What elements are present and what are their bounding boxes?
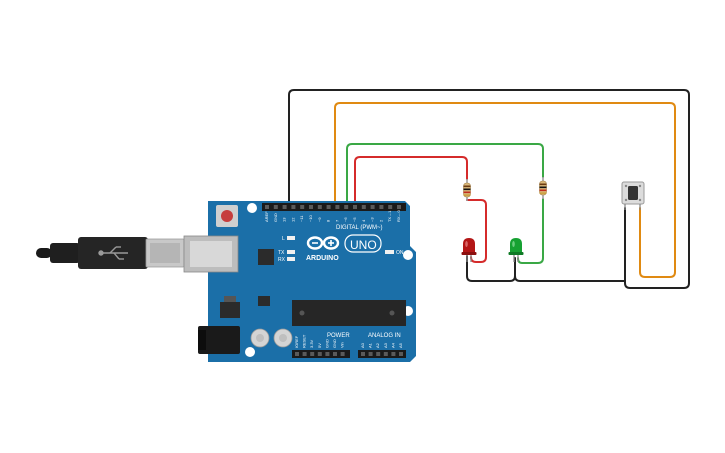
pin-hole-analog[interactable] xyxy=(361,352,365,356)
pin-label-analog: A0 xyxy=(360,342,365,348)
atmega-chip xyxy=(292,300,406,326)
pin-hole-analog[interactable] xyxy=(376,352,381,356)
pin-label-power: Vin xyxy=(340,342,345,348)
pin-hole-analog[interactable] xyxy=(391,352,396,356)
pin-label-power: 3.3V xyxy=(309,339,314,348)
wire-pin6-red[interactable] xyxy=(354,156,468,208)
mounting-hole xyxy=(247,203,257,213)
pin-hole-analog[interactable] xyxy=(383,352,388,356)
resistor-red-led[interactable] xyxy=(463,179,471,201)
pin-hole-digital[interactable] xyxy=(397,205,401,209)
pin-hole-digital[interactable] xyxy=(309,205,313,209)
power-jack xyxy=(198,326,240,354)
power-header-label: POWER xyxy=(327,333,350,339)
pin-hole-digital[interactable] xyxy=(361,205,366,209)
pin-hole-digital[interactable] xyxy=(353,205,357,209)
pin-label-digital: 12 xyxy=(290,217,295,222)
pin-label-power: GND xyxy=(324,339,329,348)
pin-label-digital: ~11 xyxy=(299,215,304,222)
wire-pin7-green[interactable] xyxy=(346,143,544,208)
arduino-wordmark: ARDUINO xyxy=(306,255,339,262)
wire-gnd-black[interactable] xyxy=(288,89,690,289)
wire-red-led-leg[interactable] xyxy=(466,199,487,263)
pin-label-digital: ~9 xyxy=(317,217,322,222)
pin-label-digital: ~10 xyxy=(308,214,313,222)
pin-hole-digital[interactable] xyxy=(344,205,349,209)
l-led-label: L xyxy=(282,236,285,242)
wire-gnd-to-leds[interactable] xyxy=(466,255,626,282)
pin-label-digital: 7 xyxy=(334,219,339,222)
green-led[interactable] xyxy=(508,238,524,262)
pin-hole-power[interactable] xyxy=(310,352,315,356)
pin-label-power: GND xyxy=(332,339,337,348)
digital-header-label: DIGITAL (PWM~) xyxy=(336,225,383,231)
pin-label-analog: A2 xyxy=(375,342,380,348)
usb-icon xyxy=(98,246,128,260)
pin-label-analog: A3 xyxy=(383,342,388,348)
pin-hole-digital[interactable] xyxy=(370,205,375,209)
analog-header xyxy=(358,350,406,358)
pin-hole-digital[interactable] xyxy=(388,205,393,209)
pin-hole-analog[interactable] xyxy=(368,352,373,356)
chip-small xyxy=(258,249,274,265)
pin-hole-power[interactable] xyxy=(317,352,322,356)
digital-header xyxy=(262,203,406,211)
pin-hole-power[interactable] xyxy=(325,352,330,356)
pin-hole-digital[interactable] xyxy=(379,205,384,209)
resistor-green-led[interactable] xyxy=(539,177,547,199)
pin-label-digital: TX→1 xyxy=(387,210,392,222)
pin-hole-digital[interactable] xyxy=(335,205,340,209)
analog-header-label: ANALOG IN xyxy=(368,333,401,339)
uno-model-label: UNO xyxy=(350,238,377,252)
power-led xyxy=(385,250,394,254)
pin-hole-digital[interactable] xyxy=(317,205,322,209)
pin-hole-digital[interactable] xyxy=(300,205,305,209)
red-led[interactable] xyxy=(461,238,477,262)
pin-label-digital: AREF xyxy=(264,211,269,222)
on-label: ON xyxy=(396,250,404,256)
pin-label-digital: RX←0 xyxy=(396,209,401,222)
pin-label-power: RESET xyxy=(302,334,307,348)
pin-label-power: IOREF xyxy=(294,335,299,348)
pin-hole-power[interactable] xyxy=(333,352,337,356)
pin-hole-digital[interactable] xyxy=(326,205,331,209)
pin-hole-digital[interactable] xyxy=(282,205,287,209)
pin-label-analog: A1 xyxy=(368,342,373,348)
pin-hole-digital[interactable] xyxy=(265,205,269,209)
wires xyxy=(288,89,690,289)
wire-pin8-orange[interactable] xyxy=(334,102,676,278)
tx-led-label: TX xyxy=(278,250,285,256)
pin-label-digital: 13 xyxy=(282,217,287,222)
pin-label-digital: ~5 xyxy=(352,217,357,222)
pin-hole-digital[interactable] xyxy=(291,205,296,209)
pin-hole-power[interactable] xyxy=(302,352,307,356)
usb-cable[interactable] xyxy=(36,237,185,269)
pin-label-analog: A5 xyxy=(398,342,403,348)
mounting-hole xyxy=(403,250,413,260)
pin-hole-analog[interactable] xyxy=(399,352,403,356)
rx-led-label: RX xyxy=(278,257,286,263)
pin-hole-power[interactable] xyxy=(295,352,299,356)
pin-hole-power[interactable] xyxy=(340,352,345,356)
status-led xyxy=(287,236,295,240)
pin-label-digital: 8 xyxy=(326,219,331,222)
status-led xyxy=(287,250,295,254)
push-button[interactable] xyxy=(621,181,645,210)
voltage-regulator xyxy=(220,302,240,318)
pin-label-digital: 4 xyxy=(361,219,366,222)
pin-label-power: 5V xyxy=(317,343,322,348)
pin-label-analog: A4 xyxy=(390,342,395,348)
status-led xyxy=(287,257,295,261)
mounting-hole xyxy=(245,347,255,357)
pin-label-digital: ~6 xyxy=(343,217,348,222)
pin-label-digital: ~3 xyxy=(370,217,375,222)
pin-label-digital: 2 xyxy=(378,219,383,222)
pin-hole-digital[interactable] xyxy=(273,205,278,209)
reset-button[interactable] xyxy=(216,205,238,227)
arduino-logo-icon xyxy=(306,236,340,250)
pin-label-digital: GND xyxy=(273,213,278,222)
